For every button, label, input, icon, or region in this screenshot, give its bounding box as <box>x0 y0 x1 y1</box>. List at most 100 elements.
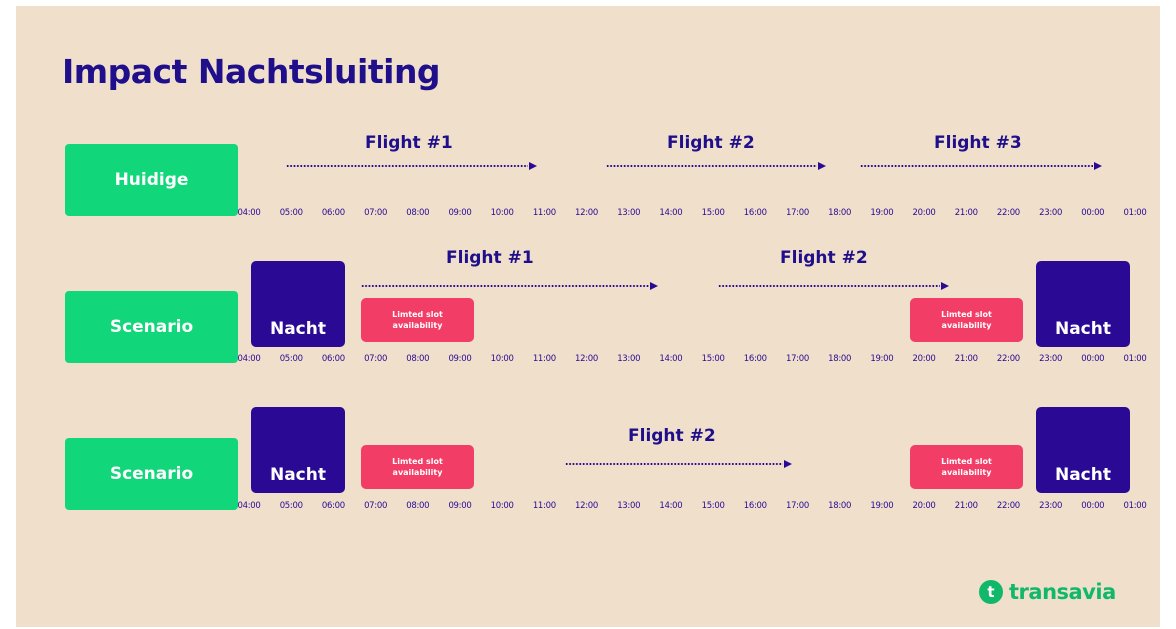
time-tick: 09:00 <box>448 501 472 511</box>
time-tick: 11:00 <box>532 501 556 511</box>
night-block-start: Nacht <box>251 261 345 347</box>
night-block-start: Nacht <box>251 407 345 493</box>
time-tick: 16:00 <box>743 208 767 218</box>
time-tick: 19:00 <box>870 354 894 364</box>
night-label: Nacht <box>269 319 326 339</box>
limited-slot-label: Limted slot availability <box>392 310 443 330</box>
row1-time-axis: 04:00 05:00 06:00 07:00 08:00 09:00 10:0… <box>238 208 1147 220</box>
brand-name: transavia <box>1009 580 1116 604</box>
slide: Impact Nachtsluiting Huidige Flight #1 F… <box>16 6 1160 627</box>
time-tick: 19:00 <box>870 208 894 218</box>
limited-slot-label: Limted slot availability <box>392 457 443 477</box>
time-tick: 23:00 <box>1039 354 1063 364</box>
time-tick: 18:00 <box>828 501 852 511</box>
time-tick: 01:00 <box>1123 208 1147 218</box>
night-block-end: Nacht <box>1036 407 1130 493</box>
time-tick: 23:00 <box>1039 501 1063 511</box>
row2-flight-1-label: Flight #1 <box>446 248 534 268</box>
time-tick: 11:00 <box>532 208 556 218</box>
time-tick: 05:00 <box>279 354 303 364</box>
time-tick: 18:00 <box>828 354 852 364</box>
night-label: Nacht <box>1054 319 1111 339</box>
row-label-scenario-1: Scenario <box>65 291 238 363</box>
time-tick: 06:00 <box>321 354 345 364</box>
time-tick: 12:00 <box>575 208 599 218</box>
time-tick: 16:00 <box>743 354 767 364</box>
limited-slot-label: Limted slot availability <box>941 310 992 330</box>
time-tick: 20:00 <box>912 354 936 364</box>
limited-slot-block-morning: Limted slot availability <box>361 445 474 489</box>
time-tick: 23:00 <box>1039 208 1063 218</box>
time-tick: 00:00 <box>1081 354 1105 364</box>
time-tick: 19:00 <box>870 501 894 511</box>
transavia-logo-icon: t <box>979 580 1003 604</box>
row3-time-axis: 04:00 05:00 06:00 07:00 08:00 09:00 10:0… <box>238 501 1147 513</box>
row1-flight-3-arrow <box>860 162 1102 170</box>
row1-flight-1-arrow <box>286 162 537 170</box>
time-tick: 04:00 <box>237 354 261 364</box>
time-tick: 04:00 <box>237 501 261 511</box>
time-tick: 01:00 <box>1123 354 1147 364</box>
limited-slot-label: Limted slot availability <box>941 457 992 477</box>
time-tick: 21:00 <box>954 208 978 218</box>
row3-flight-2-arrow <box>565 460 792 468</box>
time-tick: 09:00 <box>448 208 472 218</box>
time-tick: 06:00 <box>321 208 345 218</box>
row1-flight-3-label: Flight #3 <box>934 133 1022 153</box>
time-tick: 22:00 <box>996 354 1020 364</box>
time-tick: 18:00 <box>828 208 852 218</box>
time-tick: 06:00 <box>321 501 345 511</box>
time-tick: 13:00 <box>617 501 641 511</box>
time-tick: 22:00 <box>996 501 1020 511</box>
time-tick: 14:00 <box>659 354 683 364</box>
row1-flight-1-label: Flight #1 <box>365 133 453 153</box>
time-tick: 21:00 <box>954 354 978 364</box>
transavia-logo: t transavia <box>979 580 1116 604</box>
time-tick: 09:00 <box>448 354 472 364</box>
row3-flight-2-label: Flight #2 <box>628 426 716 446</box>
time-tick: 17:00 <box>785 208 809 218</box>
time-tick: 14:00 <box>659 208 683 218</box>
time-tick: 17:00 <box>785 501 809 511</box>
time-tick: 15:00 <box>701 501 725 511</box>
row2-time-axis: 04:00 05:00 06:00 07:00 08:00 09:00 10:0… <box>238 354 1147 366</box>
time-tick: 08:00 <box>406 501 430 511</box>
time-tick: 07:00 <box>364 208 388 218</box>
time-tick: 16:00 <box>743 501 767 511</box>
row-label-huidige: Huidige <box>65 144 238 216</box>
row2-flight-1-arrow <box>361 282 658 290</box>
time-tick: 08:00 <box>406 208 430 218</box>
time-tick: 10:00 <box>490 208 514 218</box>
limited-slot-block-evening: Limted slot availability <box>910 298 1023 342</box>
limited-slot-block-morning: Limted slot availability <box>361 298 474 342</box>
row2-flight-2-label: Flight #2 <box>780 248 868 268</box>
time-tick: 10:00 <box>490 354 514 364</box>
time-tick: 21:00 <box>954 501 978 511</box>
night-block-end: Nacht <box>1036 261 1130 347</box>
limited-slot-block-evening: Limted slot availability <box>910 445 1023 489</box>
time-tick: 12:00 <box>575 354 599 364</box>
time-tick: 20:00 <box>912 208 936 218</box>
time-tick: 05:00 <box>279 208 303 218</box>
time-tick: 22:00 <box>996 208 1020 218</box>
time-tick: 10:00 <box>490 501 514 511</box>
row1-flight-2-label: Flight #2 <box>667 133 755 153</box>
slide-title: Impact Nachtsluiting <box>62 52 441 91</box>
time-tick: 07:00 <box>364 354 388 364</box>
time-tick: 05:00 <box>279 501 303 511</box>
night-label: Nacht <box>269 465 326 485</box>
time-tick: 08:00 <box>406 354 430 364</box>
time-tick: 07:00 <box>364 501 388 511</box>
time-tick: 04:00 <box>237 208 261 218</box>
time-tick: 20:00 <box>912 501 936 511</box>
row1-flight-2-arrow <box>606 162 826 170</box>
time-tick: 13:00 <box>617 354 641 364</box>
time-tick: 00:00 <box>1081 501 1105 511</box>
time-tick: 15:00 <box>701 354 725 364</box>
time-tick: 12:00 <box>575 501 599 511</box>
time-tick: 14:00 <box>659 501 683 511</box>
time-tick: 15:00 <box>701 208 725 218</box>
row-label-scenario-2: Scenario <box>65 438 238 510</box>
night-label: Nacht <box>1054 465 1111 485</box>
row2-flight-2-arrow <box>718 282 949 290</box>
